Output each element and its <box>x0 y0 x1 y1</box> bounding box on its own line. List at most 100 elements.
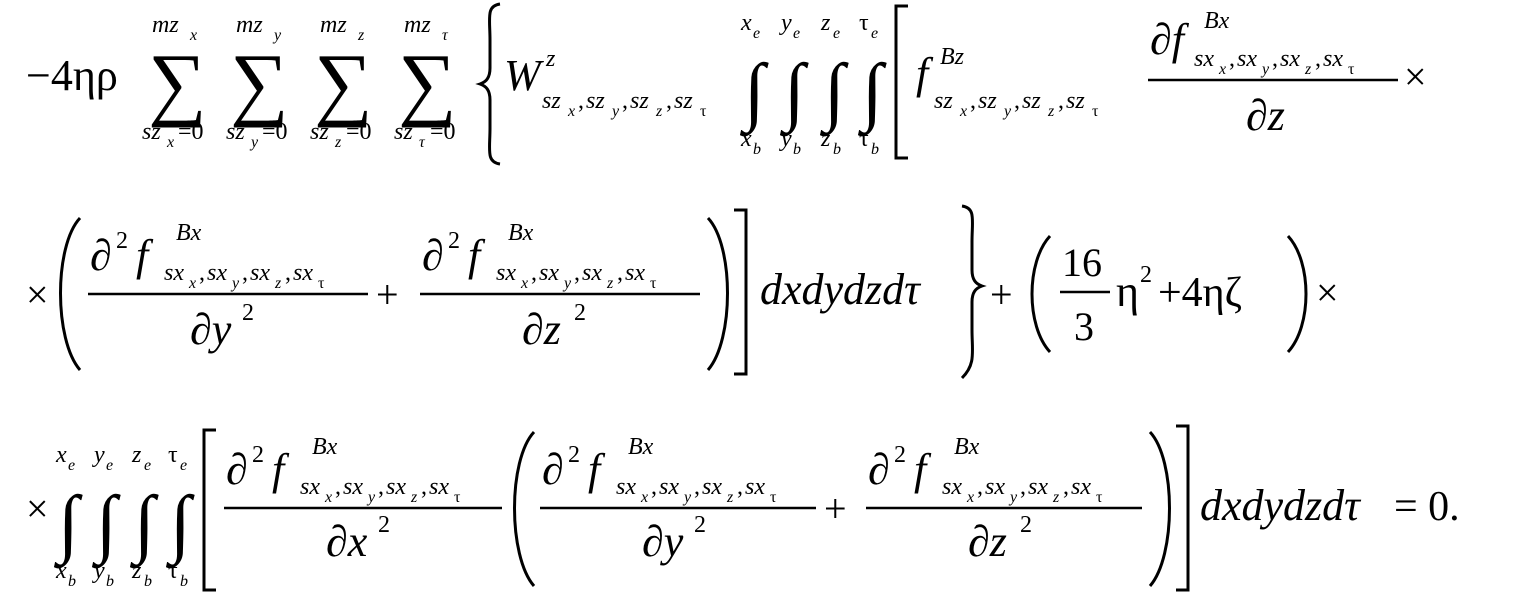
index-separator: , <box>666 88 672 114</box>
index-separator: , <box>574 260 580 286</box>
integral-icon: ∫ <box>740 49 769 137</box>
index-subscript: x <box>324 489 332 506</box>
integral-z: z e ∫ z b <box>130 442 159 590</box>
index-subscript: τ <box>770 489 777 506</box>
sum-upper-limit: mz <box>236 12 263 38</box>
fraction-denominator: ∂z <box>1246 91 1285 140</box>
integral-lower: y <box>779 126 792 152</box>
sum-upper-subscript: y <box>272 27 282 44</box>
integral-x: x e ∫ x b <box>740 10 769 158</box>
index-sx: sx <box>429 474 449 500</box>
sum-upper-subscript: z <box>357 27 365 44</box>
integral-upper: x <box>740 10 752 36</box>
index-subscript: y <box>562 275 572 292</box>
power-two: 2 <box>574 300 586 326</box>
sum-lower-start: =0 <box>430 119 456 145</box>
index-subscript: y <box>1008 489 1018 506</box>
index-subscript: z <box>1304 61 1312 78</box>
partial-symbol: ∂ <box>226 445 248 494</box>
index-subscript: x <box>959 103 967 120</box>
index-separator: , <box>1229 46 1235 72</box>
times-operator: × <box>26 486 49 531</box>
integral-lower: x <box>55 558 67 584</box>
integral-tau: τ e ∫ τ b <box>858 10 887 158</box>
fraction-denominator: ∂z <box>968 517 1007 566</box>
index-subscript: τ <box>1348 61 1355 78</box>
coefficient-tail: +4ηζ <box>1158 270 1242 316</box>
index-separator: , <box>622 88 628 114</box>
integral-lower: y <box>92 558 105 584</box>
index-subscript: z <box>1047 103 1055 120</box>
integral-icon: ∫ <box>54 481 83 569</box>
index-sx: sx <box>745 474 765 500</box>
fraction-df-dz: ∂f Bx sx x , sx y , sx z , sx τ ∂z <box>1148 8 1398 140</box>
index-subscript: τ <box>1096 489 1103 506</box>
partial-symbol: ∂ <box>90 231 112 280</box>
index-separator: , <box>651 474 657 500</box>
index-sz: sz <box>586 88 605 114</box>
index-sx: sx <box>539 260 559 286</box>
index-subscript: z <box>1052 489 1060 506</box>
index-subscript: y <box>1002 103 1012 120</box>
index-subscript: z <box>655 103 663 120</box>
power-two: 2 <box>694 512 706 538</box>
summation-z: mz z ∑ sz z =0 <box>310 12 372 151</box>
function-superscript: Bx <box>628 434 654 460</box>
left-paren-icon <box>513 430 536 587</box>
fraction-denominator: ∂y <box>190 305 232 354</box>
summation-x: mz x ∑ sz x =0 <box>142 12 206 151</box>
index-separator: , <box>617 260 623 286</box>
right-curly-brace-icon <box>960 204 987 380</box>
integral-upper: x <box>55 442 67 468</box>
index-subscript: z <box>726 489 734 506</box>
right-paren-icon <box>1286 234 1308 354</box>
fraction-d2f-dy2: ∂ 2 f Bx sx x , sx y , sx z , sx τ ∂y 2 <box>88 220 368 354</box>
coefficient-denominator: 3 <box>1074 304 1094 349</box>
sigma-icon: ∑ <box>230 37 288 128</box>
integral-icon: ∫ <box>820 49 849 137</box>
summation-tau: mz τ ∑ sz τ =0 <box>394 12 456 151</box>
integral-upper-subscript: e <box>833 25 840 42</box>
function-superscript: Bx <box>954 434 980 460</box>
coefficient-eta: η <box>1116 267 1139 316</box>
power-two: 2 <box>448 228 460 254</box>
index-separator: , <box>1063 474 1069 500</box>
index-subscript: x <box>188 275 196 292</box>
index-sz: sz <box>934 88 953 114</box>
power-two: 2 <box>1020 512 1032 538</box>
sum-lower-index: sz <box>310 119 329 145</box>
sum-lower-start: =0 <box>262 119 288 145</box>
integral-lower: z <box>131 558 142 584</box>
index-separator: , <box>970 88 976 114</box>
partial-symbol: ∂ <box>542 445 564 494</box>
numerator-superscript: Bx <box>1204 8 1230 34</box>
integral-y: y e ∫ y b <box>779 10 809 158</box>
times-operator: × <box>1316 270 1339 315</box>
integral-lower-subscript: b <box>753 141 761 158</box>
function-superscript: Bx <box>312 434 338 460</box>
index-separator: , <box>1020 474 1026 500</box>
integral-lower-subscript: b <box>68 573 76 590</box>
weight-superscript: z <box>545 46 556 72</box>
index-separator: , <box>1014 88 1020 114</box>
integral-lower-subscript: b <box>144 573 152 590</box>
fraction-d2f-dz2: ∂ 2 f Bx sx x , sx y , sx z , sx τ ∂z 2 <box>866 434 1142 566</box>
index-separator: , <box>1272 46 1278 72</box>
function-f: f <box>588 445 606 494</box>
index-separator: , <box>378 474 384 500</box>
index-sx: sx <box>386 474 406 500</box>
partial-symbol: ∂ <box>422 231 444 280</box>
partial-symbol: ∂ <box>868 445 890 494</box>
index-sx: sx <box>582 260 602 286</box>
sum-upper-limit: mz <box>404 12 431 38</box>
index-subscript: z <box>274 275 282 292</box>
integral-upper: τ <box>168 442 178 468</box>
integral-upper-subscript: e <box>68 457 75 474</box>
index-subscript: x <box>966 489 974 506</box>
integral-lower: x <box>740 126 752 152</box>
power-two: 2 <box>116 228 128 254</box>
differential-element: dxdydzdτ <box>760 265 922 314</box>
integral-lower-subscript: b <box>106 573 114 590</box>
sum-upper-limit: mz <box>152 12 179 38</box>
power-two: 2 <box>252 442 264 468</box>
